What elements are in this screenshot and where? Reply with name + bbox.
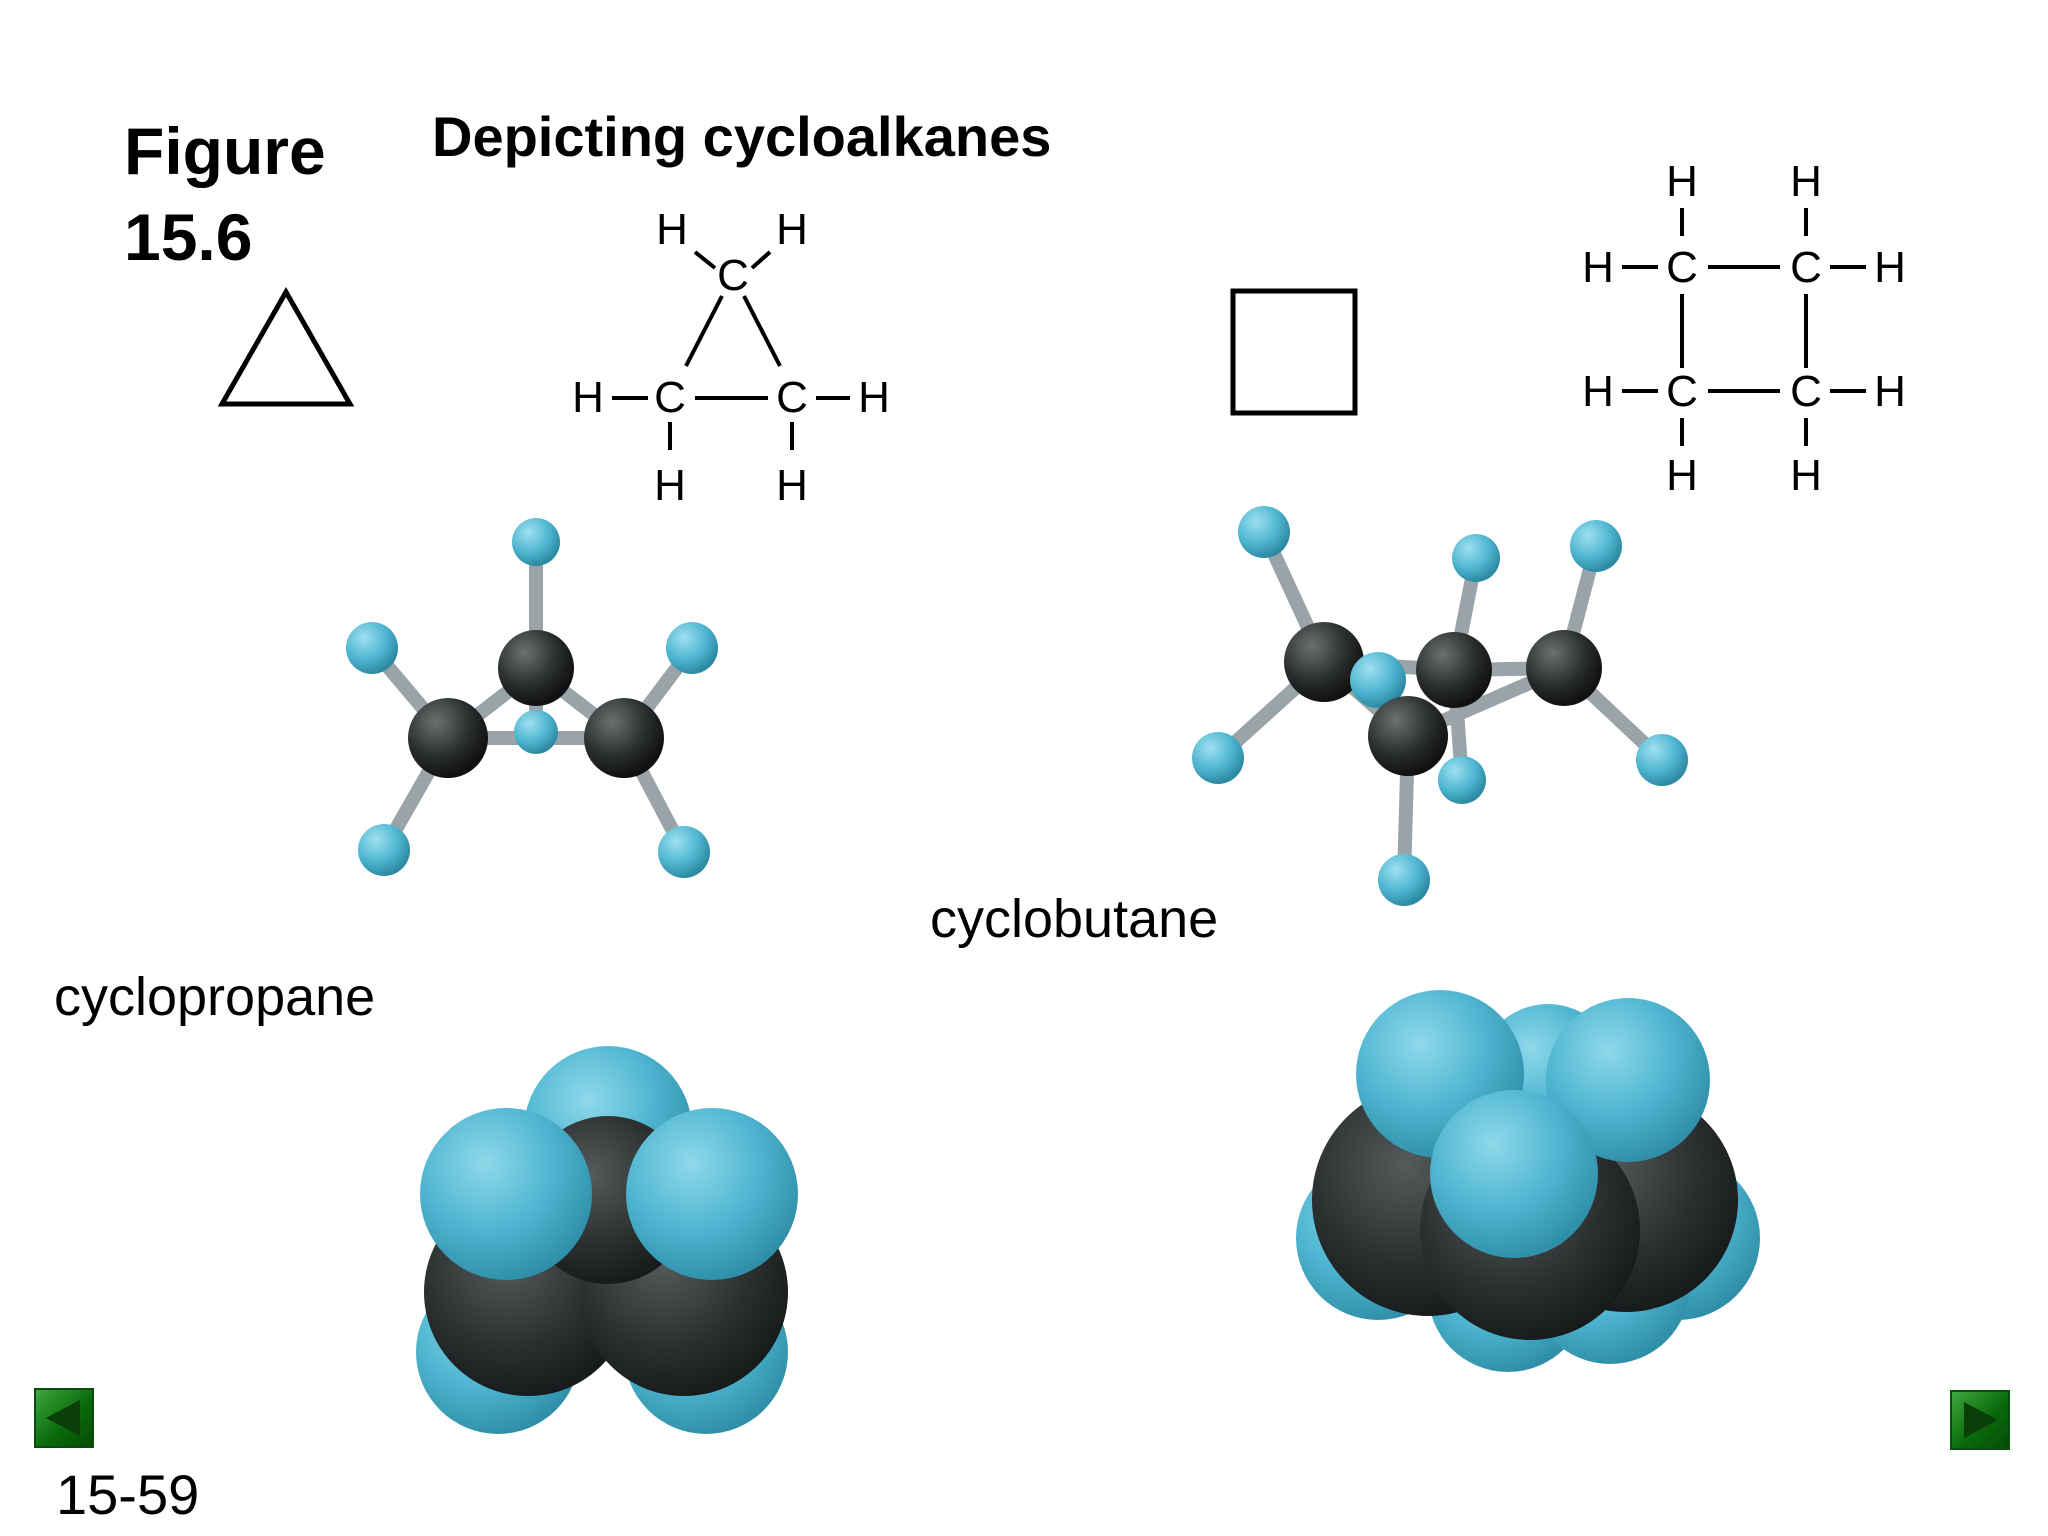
atom-c-label: C — [654, 373, 686, 422]
atom-h-label: H — [572, 373, 604, 422]
carbon-atom — [1526, 630, 1602, 706]
figure-number: 15.6 — [124, 200, 253, 274]
atom-h-label: H — [1582, 367, 1614, 416]
hydrogen-atom — [358, 824, 410, 876]
hydrogen-atom — [1452, 534, 1500, 582]
hydrogen-atom — [514, 710, 558, 754]
cyclopropane-structural-formula: H H C H C C H H H — [572, 205, 890, 510]
atom-h-label: H — [858, 373, 890, 422]
hydrogen-atom — [512, 518, 560, 566]
hydrogen-atom — [1192, 732, 1244, 784]
previous-slide-button[interactable] — [34, 1388, 94, 1448]
atom-h-label: H — [654, 461, 686, 510]
hydrogen-atom — [626, 1108, 798, 1280]
atom-c-label: C — [1666, 367, 1698, 416]
hydrogen-atom — [1378, 854, 1430, 906]
cyclobutane-ball-and-stick-model — [1192, 506, 1688, 906]
atom-h-label: H — [1874, 367, 1906, 416]
hydrogen-atom — [666, 622, 718, 674]
atom-h-label: H — [776, 461, 808, 510]
carbon-atom — [584, 698, 664, 778]
atom-c-label: C — [717, 251, 749, 300]
cyclobutane-space-filling-model — [1296, 990, 1760, 1372]
hydrogen-atom — [1438, 756, 1486, 804]
cyclopropane-space-filling-model — [416, 1046, 798, 1434]
hydrogen-atom — [658, 826, 710, 878]
hydrogen-atom — [1570, 520, 1622, 572]
hydrogen-atom — [1430, 1090, 1598, 1258]
hydrogen-atom — [346, 622, 398, 674]
hydrogen-atom — [1546, 998, 1710, 1162]
figure-label: Figure 15.6 — [124, 108, 326, 280]
carbon-atom — [1284, 622, 1364, 702]
cyclopropane-ball-and-stick-model — [346, 518, 718, 878]
cyclopropane-caption: cyclopropane — [54, 967, 376, 1027]
carbon-atom — [1416, 632, 1492, 708]
atom-h-label: H — [1666, 157, 1698, 206]
hydrogen-atom — [1238, 506, 1290, 558]
atom-c-label: C — [1790, 367, 1822, 416]
slide-title: Depicting cycloalkanes — [432, 105, 1052, 168]
triangle-right-icon — [1964, 1402, 1998, 1438]
cyclopropane-skeletal-triangle — [217, 286, 355, 407]
atom-h-label: H — [1790, 451, 1822, 500]
next-slide-button[interactable] — [1950, 1390, 2010, 1450]
atom-h-label: H — [776, 205, 808, 254]
triangle-left-icon — [46, 1400, 80, 1436]
carbon-atom — [1368, 696, 1448, 776]
hydrogen-atom — [1636, 734, 1688, 786]
figure-label-word: Figure — [124, 114, 326, 188]
hydrogen-atom — [1350, 652, 1406, 708]
atom-h-label: H — [656, 205, 688, 254]
atom-h-label: H — [1582, 243, 1614, 292]
carbon-atom — [498, 630, 574, 706]
slide-number: 15-59 — [56, 1463, 200, 1526]
cyclobutane-structural-formula: H H H C C H H C C H H H — [1582, 157, 1906, 500]
atom-c-label: C — [776, 373, 808, 422]
hydrogen-atom — [420, 1108, 592, 1280]
atom-c-label: C — [1790, 243, 1822, 292]
cyclobutane-caption: cyclobutane — [930, 889, 1219, 949]
atom-h-label: H — [1666, 451, 1698, 500]
atom-h-label: H — [1874, 243, 1906, 292]
atom-h-label: H — [1790, 157, 1822, 206]
carbon-atom — [408, 698, 488, 778]
atom-c-label: C — [1666, 243, 1698, 292]
cyclobutane-skeletal-square — [1230, 288, 1358, 416]
